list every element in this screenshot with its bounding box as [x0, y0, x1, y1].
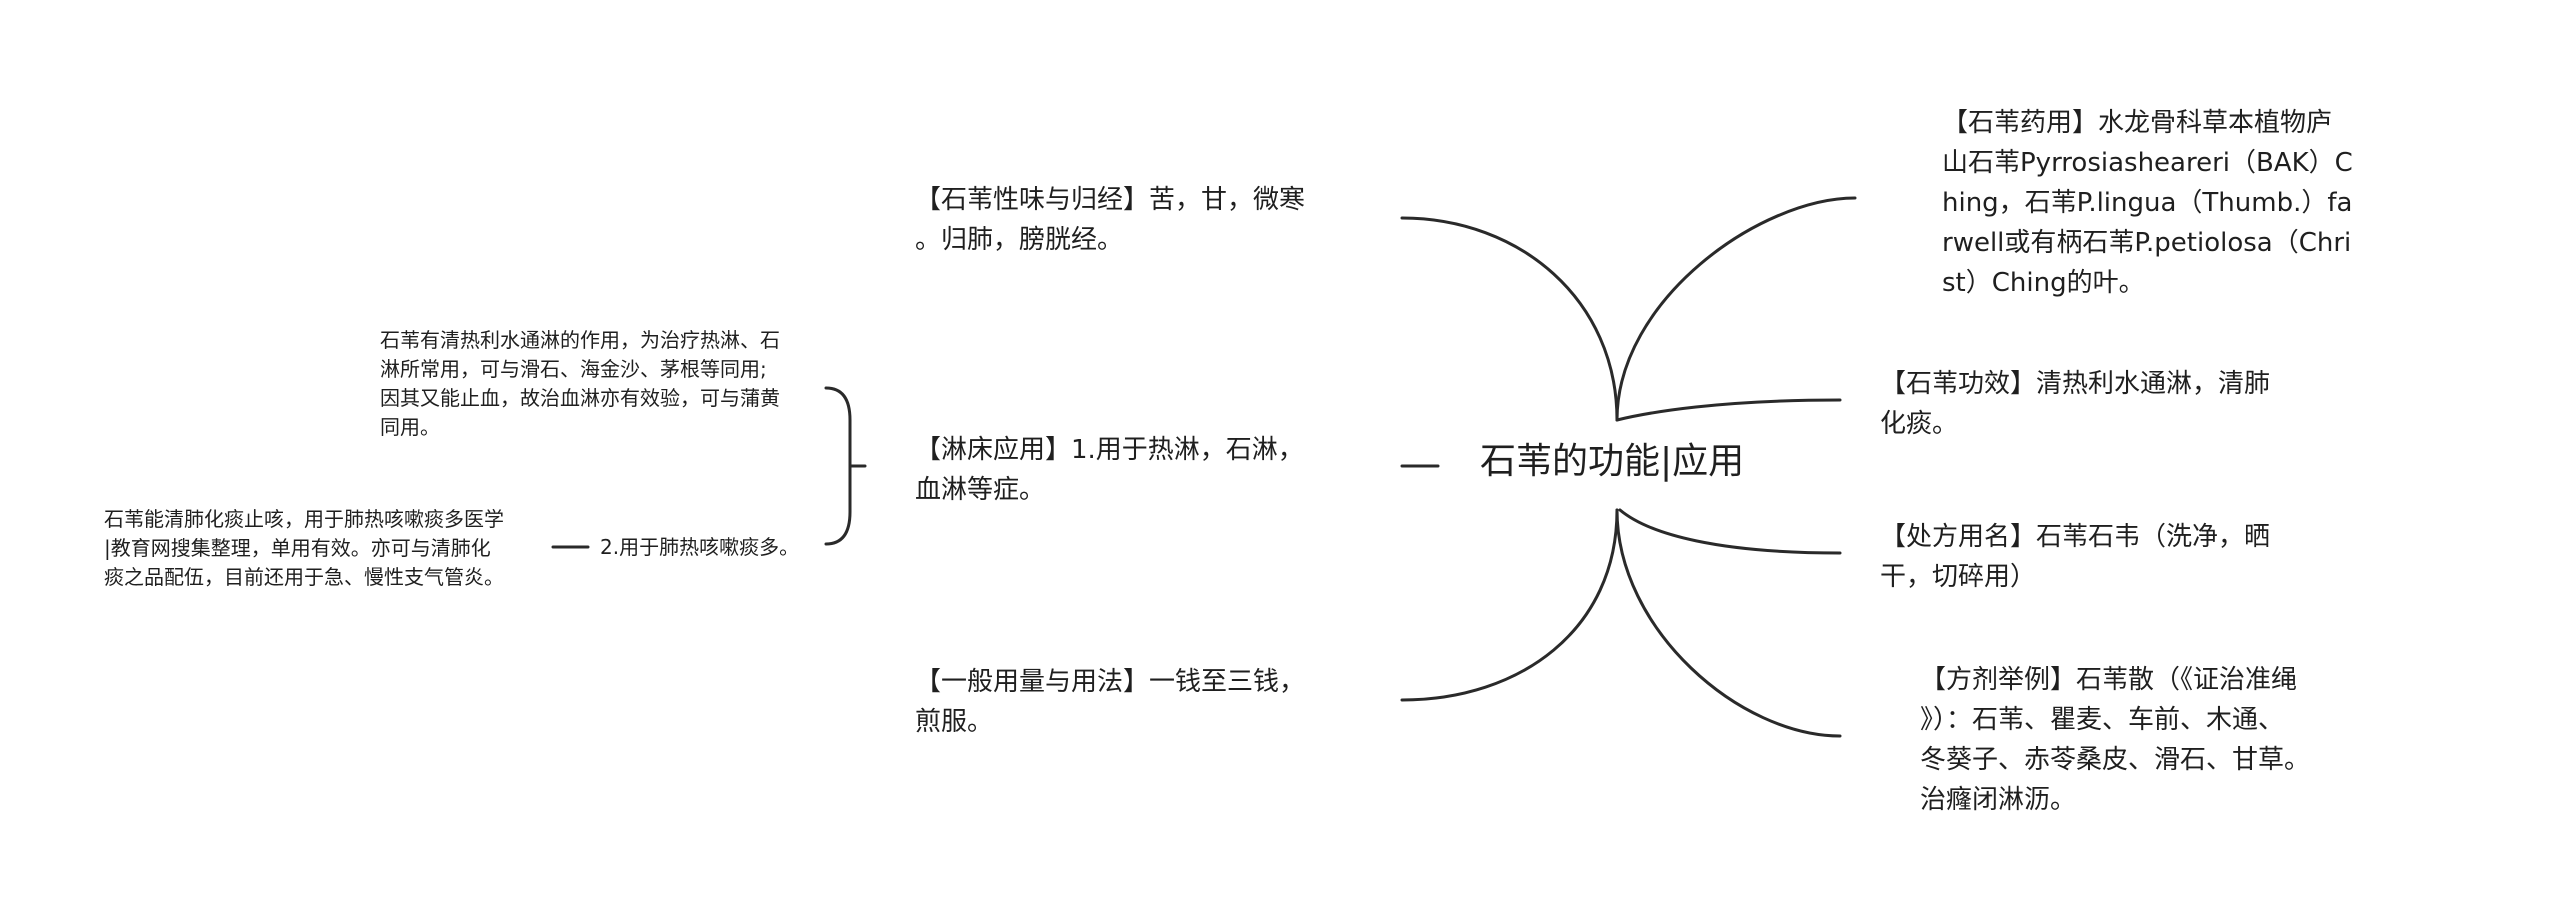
connector-yongliang	[1400, 508, 1619, 702]
linchuang-point-2[interactable]: 2.用于肺热咳嗽痰多。	[600, 535, 800, 559]
linchuang-bracket	[824, 386, 852, 546]
branch-chufang[interactable]: 【处方用名】石苇石韦（洗净，晒 干，切碎用）	[1880, 522, 2271, 592]
connector-yaoyong	[1615, 196, 1857, 422]
branch-xingwei[interactable]: 【石苇性味与归经】苦，甘，微寒 。归肺，膀胱经。	[915, 185, 1306, 255]
branch-fangji[interactable]: 【方剂举例】石苇散（《证治准绳 》）：石苇、瞿麦、车前、木通、 冬葵子、赤苓桑皮…	[1920, 665, 2311, 815]
branch-linchuang[interactable]: 【淋床应用】1.用于热淋，石淋， 血淋等症。	[915, 435, 1304, 505]
linchuang-detail-1[interactable]: 石苇有清热利水通淋的作用，为治疗热淋、石 淋所常用，可与滑石、海金沙、茅根等同用…	[380, 328, 780, 439]
connector-fangji	[1615, 508, 1842, 738]
point-2-detail[interactable]: 石苇能清肺化痰止咳，用于肺热咳嗽痰多医学 |教育网搜集整理，单用有效。亦可与清肺…	[104, 507, 504, 589]
connector-gongxiao	[1615, 398, 1842, 422]
root-title[interactable]: 石苇的功能|应用	[1480, 441, 1745, 482]
branch-yongliang[interactable]: 【一般用量与用法】一钱至三钱， 煎服。	[915, 667, 1306, 737]
connector-xingwei	[1400, 216, 1619, 422]
branch-gongxiao[interactable]: 【石苇功效】清热利水通淋，清肺 化痰。	[1880, 369, 2271, 439]
branch-yaoyong[interactable]: 【石苇药用】水龙骨科草本植物庐 山石苇Pyrrosiasheareri（BAK）…	[1942, 108, 2353, 298]
connector-chufang	[1618, 508, 1842, 555]
